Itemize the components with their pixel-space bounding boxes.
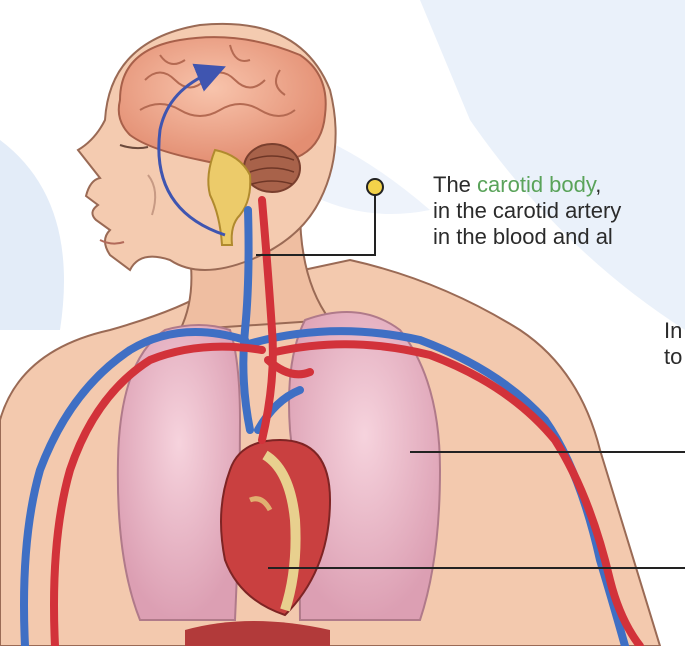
carotid-callout: The carotid body, in the carotid artery …	[433, 172, 621, 250]
lungs-callout-line1: In	[664, 318, 682, 344]
carotid-callout-line2: in the carotid artery	[433, 198, 621, 224]
callout-marker-icon	[367, 179, 383, 195]
lungs-callout-line2: to	[664, 344, 682, 370]
carotid-suffix: ,	[595, 172, 601, 197]
cerebellum	[244, 144, 300, 192]
carotid-callout-line1: The carotid body,	[433, 172, 621, 198]
brain	[119, 37, 326, 165]
carotid-callout-line3: in the blood and al	[433, 224, 621, 250]
carotid-prefix: The	[433, 172, 477, 197]
lungs-callout: In to	[664, 318, 682, 370]
carotid-body-term: carotid body	[477, 172, 595, 197]
